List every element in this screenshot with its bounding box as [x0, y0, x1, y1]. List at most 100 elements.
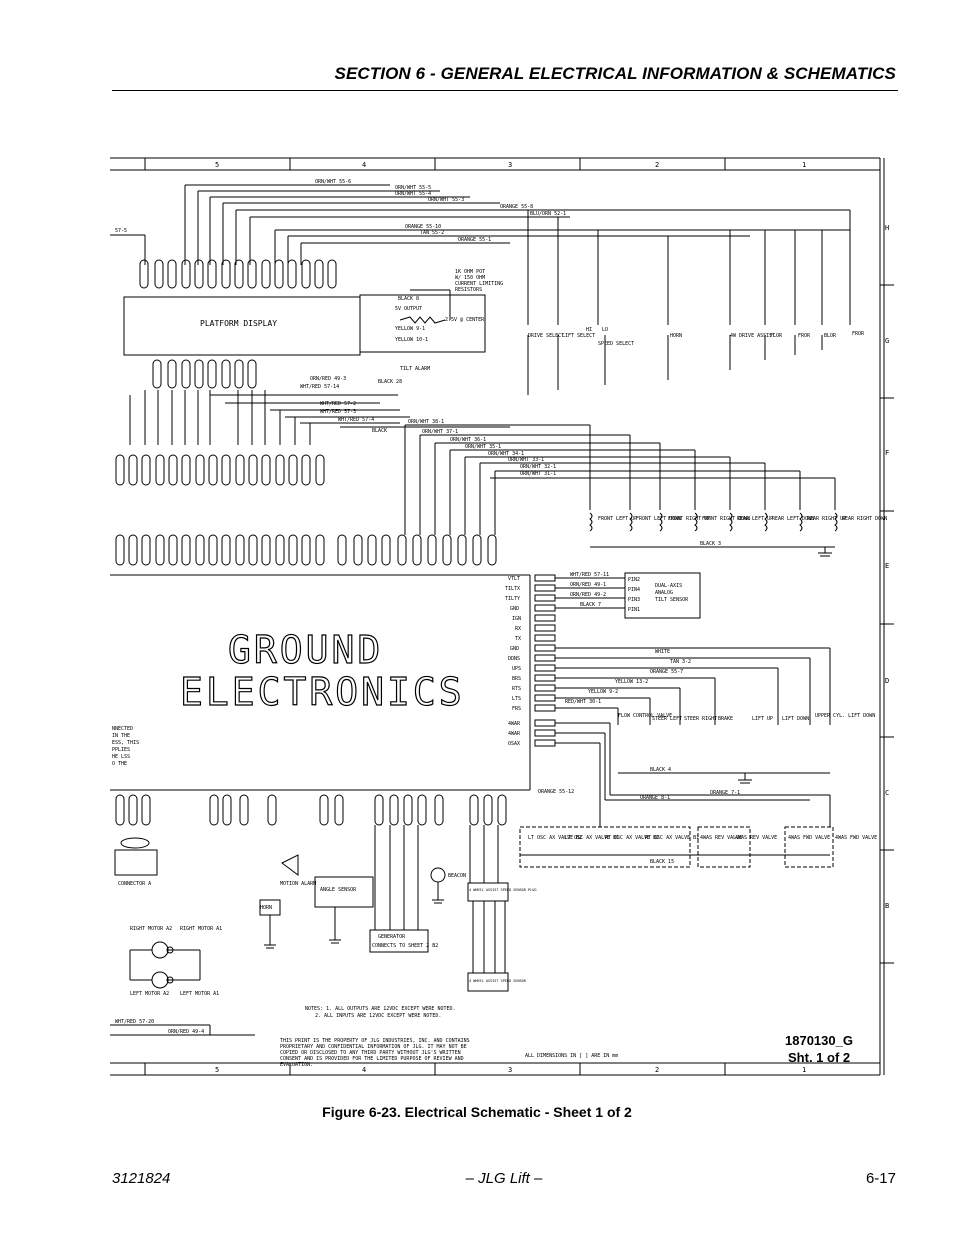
- warning-text: PPLIES: [112, 747, 130, 753]
- pot-note: 1K OHM POT: [455, 269, 485, 275]
- col-marker-3-bottom: 3: [508, 1066, 512, 1074]
- notes-line: NOTES: 1. ALL OUTPUTS ARE 12VDC EXCEPT W…: [305, 1006, 456, 1012]
- platform-display-label: PLATFORM DISPLAY: [200, 319, 277, 328]
- horn-label: HORN: [260, 905, 272, 911]
- wire-label: ORN/WHT 55-6: [315, 179, 351, 185]
- connector-a-label: CONNECTOR A: [118, 881, 151, 887]
- switch-label: DRIVE SELECT: [528, 333, 564, 339]
- controller-pin: 4WAR: [508, 721, 521, 727]
- wire-label: WHT/RED 57-3: [320, 409, 356, 415]
- generator-sub-label: CONNECTS TO SHEET 2 B2: [372, 943, 438, 949]
- pot-note: RESISTORS: [455, 287, 482, 293]
- valve-label: FRONT RIGHT UP: [668, 516, 710, 522]
- sv-output-label: 5V OUTPUT: [395, 306, 422, 312]
- footer-brand: – JLG Lift –: [465, 1170, 543, 1187]
- controller-pin: GND: [510, 646, 519, 652]
- lower-valve-label: UPPER CYL. LIFT DOWN: [815, 713, 875, 719]
- wire-label: YELLOW 13-2: [615, 679, 648, 685]
- wire-label: ORN/WHT 55-3: [428, 197, 464, 203]
- wire-label: ORANGE 55-10: [405, 224, 441, 230]
- header-rule: [112, 90, 898, 91]
- switch-label: LIFT SELECT: [562, 333, 595, 339]
- wire-label: ORN/RED 49-4: [168, 1029, 204, 1035]
- controller-pin: RX: [515, 626, 521, 632]
- row-marker-e: E: [885, 562, 889, 570]
- lower-valve-label: BRAKE: [718, 716, 733, 722]
- wire-label: BLACK 4: [650, 767, 671, 773]
- wire-label: ORANGE 8-1: [640, 795, 670, 801]
- motor-label: RIGHT MOTOR A2: [130, 926, 172, 932]
- col-marker-5-bottom: 5: [215, 1066, 219, 1074]
- page-footer: 3121824 – JLG Lift – 6-17: [112, 1170, 896, 1190]
- wire-label: TAN 3-2: [670, 659, 691, 665]
- col-marker-2-bottom: 2: [655, 1066, 659, 1074]
- wire-label: BLACK 7: [580, 602, 601, 608]
- controller-pin: GND: [510, 606, 519, 612]
- wire-label: WHT/RED 57-11: [570, 572, 609, 578]
- wire-label: ORN/WHT 33-1: [508, 457, 544, 463]
- valve-label: REAR LEFT DOWN: [772, 516, 814, 522]
- col-marker-5: 5: [215, 161, 219, 169]
- osc-valve-label: 4WAS REV VALVE: [735, 835, 777, 841]
- col-marker-1-bottom: 1: [802, 1066, 806, 1074]
- row-marker-h: H: [885, 224, 889, 232]
- motor-label: RIGHT MOTOR A1: [180, 926, 222, 932]
- wire-label: BLACK 8: [398, 296, 419, 302]
- controller-pin: VTLT: [508, 576, 520, 582]
- tilt-sensor-label: ANALOG: [655, 590, 673, 596]
- tilt-pin: PIN2: [628, 577, 640, 583]
- wire-label: YELLOW 9-1: [395, 326, 425, 332]
- wire-label: ORANGE 7-1: [710, 790, 740, 796]
- controller-pin: UPS: [512, 666, 521, 672]
- warning-text: O THE: [112, 761, 127, 767]
- motion-alarm-label: MOTION ALARM: [280, 881, 316, 887]
- proprietary-line: PROPRIETARY AND CONFIDENTIAL INFORMATION…: [280, 1044, 467, 1050]
- warning-text: HE LSS: [112, 754, 130, 760]
- angle-sensor-label: ANGLE SENSOR: [320, 887, 357, 893]
- notes-line: 2. ALL INPUTS ARE 12VDC EXCEPT WERE NOTE…: [315, 1013, 441, 1019]
- wire-label: BLACK 3: [700, 541, 721, 547]
- wire-label: ORN/WHT 35-1: [465, 444, 501, 450]
- osc-valve-label: RT OSC AX VALVE B1: [645, 835, 699, 841]
- wire-label: WHT/RED 57-4: [338, 417, 374, 423]
- wire-label: TAN 55-2: [420, 230, 444, 236]
- switch-label: FLOR: [770, 333, 783, 339]
- switch-hi: HI: [586, 327, 592, 333]
- schematic-drawing: 5 4 3 2 1 5 4 3 2 1 H G F E D C B ORN/WH…: [110, 157, 894, 1076]
- proprietary-line: EVALUATION.: [280, 1062, 313, 1068]
- col-marker-2: 2: [655, 161, 659, 169]
- wire-label: BLACK 28: [378, 379, 402, 385]
- osc-valve-label: 4WAS FWD VALVE: [788, 835, 830, 841]
- tilt-pin: PIN1: [628, 607, 640, 613]
- tilt-sensor-label: TILT SENSOR: [655, 597, 689, 603]
- switch-label: BLOR: [824, 333, 837, 339]
- wire-label: RED/WHT 30-1: [565, 699, 601, 705]
- osc-valve-label: LT OSC AX VALVE B1: [565, 835, 619, 841]
- controller-pin: BRS: [512, 676, 521, 682]
- valve-label: FRONT LEFT UP: [598, 516, 637, 522]
- beacon-label: BEACON: [448, 873, 466, 879]
- tilt-sensor-label: DUAL-AXIS: [655, 583, 682, 589]
- controller-pin: LTS: [512, 696, 521, 702]
- valve-label: FRONT RIGHT DOWN: [702, 516, 750, 522]
- wire-label: ORN/WHT 55-4: [395, 191, 431, 197]
- row-marker-f: F: [885, 449, 889, 457]
- wire-label: ORANGE 55-1: [458, 237, 491, 243]
- controller-pin: RTS: [512, 686, 521, 692]
- lower-valve-label: FLOW CONTROL VALVE: [618, 713, 672, 719]
- wire-label: ORN/RED 49-2: [570, 592, 606, 598]
- electrical-schematic: 5 4 3 2 1 5 4 3 2 1 H G F E D C B ORN/WH…: [110, 155, 894, 1090]
- doc-number: 3121824: [112, 1170, 171, 1187]
- controller-pin: OSAX: [508, 741, 520, 747]
- switch-lo: LO: [602, 327, 608, 333]
- valve-label: REAR RIGHT UP: [807, 516, 846, 522]
- valve-label: REAR LEFT UP: [737, 516, 773, 522]
- generator-label: GENERATOR: [378, 934, 406, 940]
- osc-valve-label: RT OSC AX VALVE B2: [605, 835, 659, 841]
- ground-electronics-line2: ELECTRONICS: [180, 670, 465, 714]
- col-marker-4-bottom: 4: [362, 1066, 366, 1074]
- warning-text: ESS, THIS: [112, 740, 139, 746]
- switch-label: HORN: [670, 333, 682, 339]
- warning-text: IN THE: [112, 733, 130, 739]
- osc-valve-label: 4WAS REV VALVE: [700, 835, 742, 841]
